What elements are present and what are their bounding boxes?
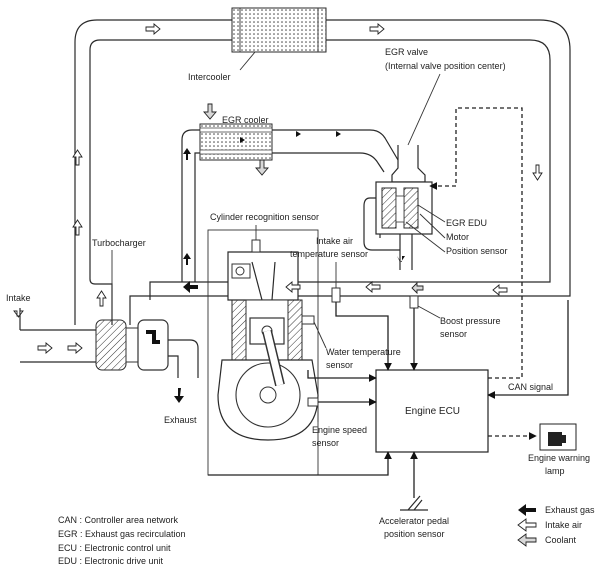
water-temp-label-1: Water temperature <box>326 347 401 357</box>
exhaust-flow-arrows <box>146 131 405 403</box>
intercooler <box>231 7 327 53</box>
intake-air-duct <box>74 19 571 325</box>
abbrev-ecu: ECU : Electronic control unit <box>58 543 171 553</box>
coolant-flow-arrows <box>411 281 424 295</box>
boost-pressure-sensor <box>409 295 419 309</box>
legend-intake-icon <box>517 518 537 532</box>
abbrev-can: CAN : Controller area network <box>58 515 179 525</box>
egr-edu-label: EGR EDU <box>446 218 487 228</box>
warning-lamp-label-2: lamp <box>545 466 565 476</box>
accelerator-pedal-icon <box>400 495 428 511</box>
engine-warning-lamp-icon <box>539 423 577 451</box>
engine-speed-sensor <box>307 397 319 407</box>
abbrev-edu: EDU : Electronic drive unit <box>58 556 164 566</box>
legend-exhaust-icon <box>518 504 536 516</box>
warning-lamp-label-1: Engine warning <box>528 453 590 463</box>
legend-coolant-label: Coolant <box>545 535 577 545</box>
water-temp-sensor <box>301 315 315 325</box>
pedal-label-2: position sensor <box>384 529 445 539</box>
signal-lines <box>208 300 569 498</box>
engine <box>207 229 319 476</box>
edu-control-line <box>429 107 523 379</box>
pedal-label-1: Accelerator pedal <box>379 516 449 526</box>
engine-speed-label-1: Engine speed <box>312 425 367 435</box>
boost-pressure-label-1: Boost pressure <box>440 316 501 326</box>
legend: Exhaust gas Intake air Coolant <box>517 504 595 547</box>
exhaust-label: Exhaust <box>164 415 197 425</box>
motor-label: Motor <box>446 232 469 242</box>
boost-pressure-label-2: sensor <box>440 329 467 339</box>
legend-exhaust-label: Exhaust gas <box>545 505 595 515</box>
egr-valve <box>375 145 433 235</box>
engine-ecu <box>375 369 489 453</box>
abbreviation-list: CAN : Controller area network EGR : Exha… <box>58 515 186 566</box>
intercooler-label: Intercooler <box>188 72 231 82</box>
egr-cooler <box>199 123 273 161</box>
cylinder-recognition-sensor-label: Cylinder recognition sensor <box>210 212 319 222</box>
can-signal-label: CAN signal <box>508 382 553 392</box>
intake-air-temp-label-1: Intake air <box>316 236 353 246</box>
engine-speed-label-2: sensor <box>312 438 339 448</box>
egr-cooler-label: EGR cooler <box>222 115 269 125</box>
intake-air-temp-label-2: temperature sensor <box>290 249 368 259</box>
water-temp-label-2: sensor <box>326 360 353 370</box>
position-sensor-label: Position sensor <box>446 246 508 256</box>
intake-label: Intake <box>6 293 31 303</box>
engine-ecu-label: Engine ECU <box>405 406 460 417</box>
turbocharger <box>20 319 199 378</box>
abbrev-egr: EGR : Exhaust gas recirculation <box>58 529 186 539</box>
cylinder-recognition-sensor <box>251 239 261 253</box>
egr-valve-label: EGR valve <box>385 47 428 57</box>
intake-flow-arrows <box>13 23 543 354</box>
legend-intake-label: Intake air <box>545 520 582 530</box>
egr-duct <box>181 129 413 282</box>
legend-coolant-icon <box>517 533 537 547</box>
turbocharger-label: Turbocharger <box>92 238 146 248</box>
egr-valve-note: (Internal valve position center) <box>385 61 506 71</box>
intake-air-temp-sensor <box>331 287 341 303</box>
